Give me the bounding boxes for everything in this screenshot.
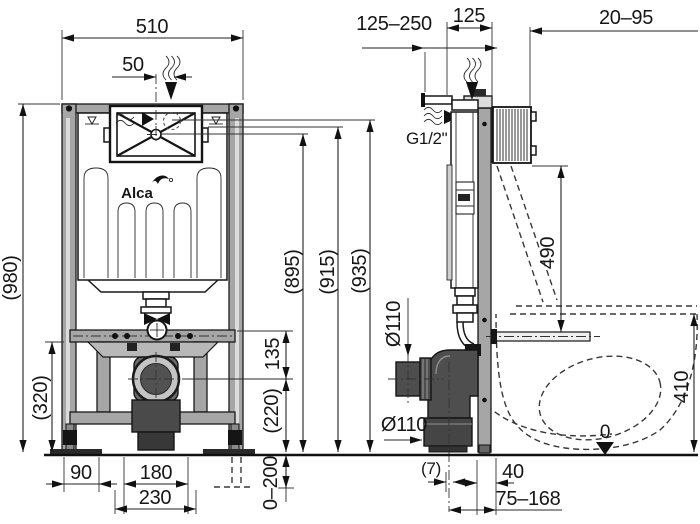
alca-swallow-icon <box>152 175 169 184</box>
steam-lines-icon <box>162 55 181 81</box>
dim-range-125-250: 125–250 <box>356 13 432 35</box>
flush-actuation-symbol-side <box>463 57 482 100</box>
dim-gap-135: 135 <box>262 338 284 371</box>
dim-height-895: (895) <box>282 249 304 294</box>
flush-arrow-icon <box>466 82 478 100</box>
dim-offset-7: (7) <box>421 459 441 478</box>
dim-foot-90: 90 <box>70 462 92 484</box>
spare-elbow-fitting <box>388 352 443 406</box>
flush-pipe-assembly <box>140 291 172 325</box>
dim-dia-110-spare: Ø110 <box>383 301 405 347</box>
dim-height-220: (220) <box>261 388 283 433</box>
dim-range-20-95: 20–95 <box>599 7 653 29</box>
waste-elbow-outlet <box>423 349 479 512</box>
front-dimensions: 510 50 (980) (320) 90 180 230 0–200 <box>0 16 375 514</box>
dim-legs-0-200: 0–200 <box>260 456 282 510</box>
dim-seat-410: 410 <box>671 371 693 404</box>
dim-offset-50: 50 <box>122 54 144 76</box>
water-level-mark-icon <box>85 116 223 126</box>
support-rails-and-waste <box>69 319 236 451</box>
dim-width-180: 180 <box>140 462 173 484</box>
cistern-side-body <box>446 111 479 351</box>
dim-range-75-168: 75–168 <box>496 488 561 510</box>
flush-plate-housing <box>491 106 537 164</box>
dim-depth-40: 40 <box>502 461 524 483</box>
alca-logo-text: Alca <box>121 185 153 202</box>
adjustable-feet <box>50 423 255 454</box>
panel-inlet-flow-icon <box>115 112 154 127</box>
side-dimensions: 125 20–95 125–250 G1/2" 490 Ø110 Ø110 41… <box>356 5 698 515</box>
dim-height-980: (980) <box>0 255 22 300</box>
dim-depth-125: 125 <box>453 5 486 27</box>
flush-arrow-icon <box>165 82 177 100</box>
wc-pan-dashed-outline <box>465 165 698 451</box>
dim-dia-110-outlet: Ø110 <box>381 414 427 436</box>
datum-triangle-icon <box>596 442 614 455</box>
front-view: Alca <box>0 16 375 514</box>
dim-height-320: (320) <box>30 375 52 420</box>
dim-width-230: 230 <box>139 487 172 509</box>
dim-width-510: 510 <box>136 16 169 38</box>
dim-datum-0: 0 <box>600 422 610 443</box>
dim-height-935: (935) <box>349 248 371 293</box>
dim-height-915: (915) <box>317 249 339 294</box>
side-view: 125 20–95 125–250 G1/2" 490 Ø110 Ø110 41… <box>356 5 698 515</box>
dim-height-490: 490 <box>537 237 559 270</box>
dim-inlet-g12: G1/2" <box>406 129 448 148</box>
